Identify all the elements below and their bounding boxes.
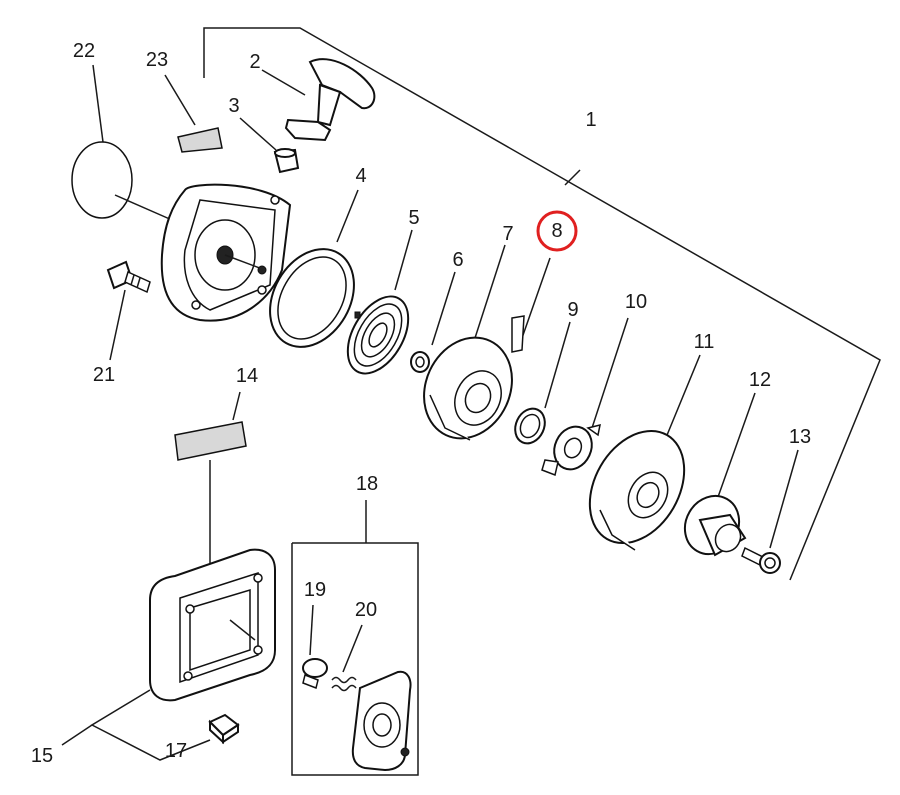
label-17: 17: [165, 740, 187, 762]
part-9-spring: [514, 407, 546, 445]
part-7-reel: [423, 315, 525, 441]
label-5: 5: [408, 207, 419, 229]
label-18: 18: [356, 473, 378, 495]
part-11-pulley-case: [588, 429, 686, 551]
label-8: 8: [551, 220, 562, 242]
label-1: 1: [585, 109, 596, 131]
label-23: 23: [146, 49, 168, 71]
part-housing-cover: [160, 183, 292, 322]
part-6-washer: [410, 351, 430, 373]
label-13: 13: [789, 426, 811, 448]
part-4-plate: [269, 248, 355, 348]
part-17-nut: [208, 713, 240, 745]
label-7: 7: [502, 223, 513, 245]
part-labels: 22 23 2 3 1 4 5 6 7 8 9 10 11 12 13 14 2…: [31, 40, 811, 767]
highlight-circle: [536, 210, 578, 252]
label-20: 20: [355, 599, 377, 621]
label-15: 15: [31, 745, 53, 767]
part-21-bolt: [106, 260, 151, 294]
part-12-hub: [683, 494, 747, 557]
label-6: 6: [452, 249, 463, 271]
label-10: 10: [625, 291, 647, 313]
label-4: 4: [355, 165, 366, 187]
leader-lines: [61, 27, 881, 776]
part-14-label: [174, 421, 247, 461]
part-10-ratchet: [541, 423, 601, 477]
part-18-assembly: [351, 670, 412, 772]
part-22-seal-disc: [71, 141, 173, 221]
label-21: 21: [93, 364, 115, 386]
part-20-spring: [331, 676, 357, 692]
label-22: 22: [73, 40, 95, 62]
label-19: 19: [304, 579, 326, 601]
label-12: 12: [749, 369, 771, 391]
part-2-handle: [284, 58, 376, 142]
label-9: 9: [567, 299, 578, 321]
part-5-spring: [346, 295, 410, 375]
part-3-bushing: [273, 148, 300, 174]
part-19-pawl: [302, 658, 328, 690]
part-15-cover: [149, 548, 276, 702]
label-3: 3: [228, 95, 239, 117]
label-11: 11: [694, 331, 715, 353]
label-2: 2: [249, 51, 260, 73]
part-23-label: [177, 127, 223, 153]
label-14: 14: [236, 365, 258, 387]
part-13-screw: [741, 546, 781, 574]
